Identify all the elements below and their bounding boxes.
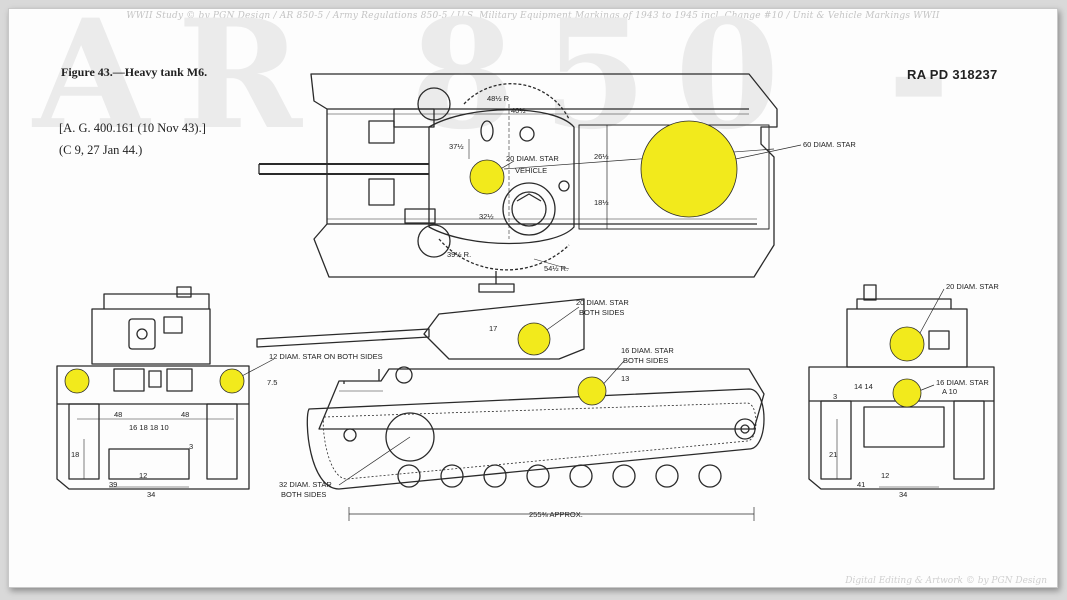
label-vehicle: VEHICLE (515, 166, 547, 175)
drawing-sheet: WWII Study © by PGN Design / AR 850-5 / … (8, 8, 1058, 588)
dim-40-5: 40½ (511, 106, 526, 115)
dim-18-front: 18 (71, 450, 79, 459)
dim-48-5-r: 48½ R (487, 94, 510, 103)
star-12-front-right (219, 368, 245, 394)
dim-34-rear: 34 (899, 490, 907, 499)
label-32-star-side-sub: BOTH SIDES (281, 490, 326, 499)
label-20-star-rear: 20 DIAM. STAR (946, 282, 999, 291)
label-32-star-side: 32 DIAM. STAR (279, 480, 332, 489)
label-16-star-side-sub: BOTH SIDES (623, 356, 668, 365)
dim-12-front: 12 (139, 471, 147, 480)
change-reference: (C 9, 27 Jan 44.) (59, 143, 143, 157)
dim-37-5: 37½ (449, 142, 464, 151)
label-12-star-front: 12 DIAM. STAR ON BOTH SIDES (269, 352, 383, 361)
top-view (258, 73, 778, 278)
credit-line: Digital Editing & Artwork © by PGN Desig… (845, 576, 1047, 586)
side-view (256, 271, 765, 521)
label-16-star-side: 16 DIAM. STAR (621, 346, 674, 355)
label-16-star-rear-sub: A 10 (942, 387, 957, 396)
front-view (56, 286, 250, 490)
dim-12-rear: 12 (881, 471, 889, 480)
rear-view (808, 284, 995, 490)
watermark: AR 850 - 5 (33, 8, 1057, 163)
label-20-star-top: 20 DIAM. STAR (506, 154, 559, 163)
dim-54-5-r: 54½ R. (544, 264, 568, 273)
star-20-side (517, 322, 551, 356)
copyright-banner: WWII Study © by PGN Design / AR 850-5 / … (126, 11, 940, 21)
star-20-rear (889, 326, 925, 362)
dim-rear-row: 14 14 (854, 382, 873, 391)
dim-front-row: 16 18 18 10 (129, 423, 169, 432)
dim-39-front: 39 (109, 480, 117, 489)
tank-drawing: 60 DIAM. STAR 20 DIAM. STAR VEHICLE 48½ … (56, 73, 999, 521)
dim-34-front: 34 (147, 490, 155, 499)
label-20-star-side-sub: BOTH SIDES (579, 308, 624, 317)
ra-pd-number: RA PD 318237 (907, 67, 998, 82)
dim-39-5-r: 39½ R. (447, 250, 471, 259)
dim-41-rear: 41 (857, 480, 865, 489)
star-markings (64, 120, 925, 408)
star-16-rear (892, 378, 922, 408)
dim-3-rear: 3 (833, 392, 837, 401)
star-20-top (469, 159, 505, 195)
star-12-front-left (64, 368, 90, 394)
dim-13-side: 13 (621, 374, 629, 383)
label-60-star: 60 DIAM. STAR (803, 140, 856, 149)
dim-32-5: 32½ (479, 212, 494, 221)
dim-17-side: 17 (489, 324, 497, 333)
dim-26-5: 26½ (594, 152, 609, 161)
dim-3-front: 3 (189, 442, 193, 451)
label-20-star-side: 20 DIAM. STAR (576, 298, 629, 307)
regulation-reference: [A. G. 400.161 (10 Nov 43).] (59, 121, 206, 135)
dim-length: 255⅜ APPROX. (529, 510, 583, 519)
star-60-top (640, 120, 738, 218)
star-16-side (577, 376, 607, 406)
dim-21-rear: 21 (829, 450, 837, 459)
dim-7-5: 7.5 (267, 378, 277, 387)
figure-title: Figure 43.—Heavy tank M6. (61, 65, 208, 79)
dim-48-left: 48 (114, 410, 122, 419)
dim-18-5: 18½ (594, 198, 609, 207)
dim-48-right: 48 (181, 410, 189, 419)
label-16-star-rear: 16 DIAM. STAR (936, 378, 989, 387)
